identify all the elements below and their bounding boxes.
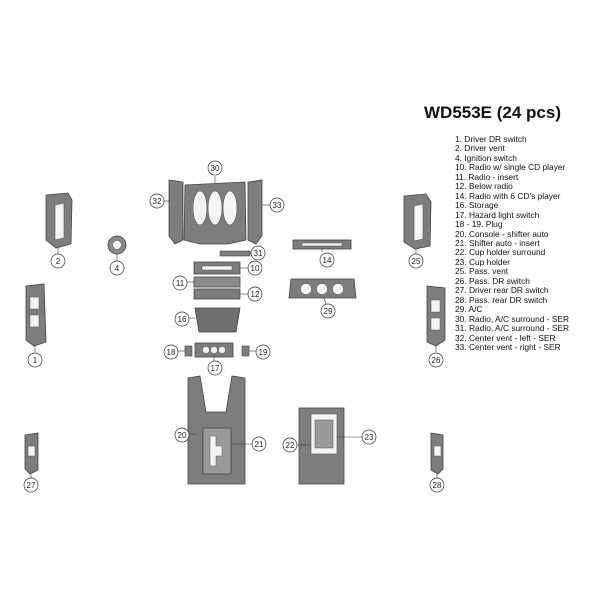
callout-circle [250, 245, 266, 261]
callout-label: 17 [211, 364, 220, 373]
legend-item: 11. Radio - insert [455, 171, 519, 182]
callout-circle [320, 303, 336, 319]
piece-pass-dr-switch [426, 285, 446, 347]
callout-circle [319, 252, 335, 268]
callout-circle [172, 275, 188, 291]
legend-item: 22. Cup holder surround [455, 247, 546, 258]
callout-label: 11 [176, 279, 185, 288]
legend-item: 27. Driver rear DR switch [455, 285, 549, 296]
callout-label: 14 [323, 256, 332, 265]
callout-label: 1 [33, 356, 38, 365]
callout-circle [255, 344, 271, 360]
callout-circle [174, 427, 190, 443]
piece-center-vent-right [247, 179, 263, 245]
callout-circle [282, 437, 298, 453]
piece-center-vent-left [168, 179, 184, 245]
callout-circle [251, 436, 267, 452]
piece-below-radio [193, 288, 241, 300]
callout-label: 32 [153, 197, 162, 206]
legend-item: 1. Driver DR switch [455, 134, 527, 144]
piece-storage [194, 307, 241, 333]
diagram-title: WD553E (24 pcs) [424, 103, 561, 122]
legend-item: 29. A/C [455, 304, 483, 315]
callout-label: 27 [27, 481, 36, 490]
callout-label: 30 [211, 164, 220, 173]
callout-circle [247, 286, 263, 302]
legend-item: 17. Hazard light switch [455, 209, 540, 220]
callout-circle [428, 352, 444, 368]
legend-item: 12. Below radio [455, 181, 513, 192]
legend-item: 23. Cup holder [455, 256, 510, 267]
callout-label: 12 [251, 290, 260, 299]
callout-label: 23 [365, 433, 374, 442]
legend-item: 4. Ignition switch [455, 152, 517, 163]
piece-plug-right [241, 345, 250, 357]
callout-label: 29 [324, 307, 333, 316]
legend-item: 2. Driver vent [455, 143, 505, 154]
legend-item: 30. Radio, A/C surround - SER [455, 313, 570, 324]
callout-label: 19 [259, 348, 268, 357]
piece-radio-insert [193, 276, 241, 288]
legend-item: 26. Pass. DR switch [455, 275, 530, 286]
callout-circle [429, 477, 445, 493]
legend-item: 33. Center vent - right - SER [455, 341, 561, 352]
callout-label: 16 [178, 315, 187, 324]
piece-plug-left [184, 345, 193, 357]
callout-label: 2 [56, 257, 61, 266]
callout-circle [361, 429, 377, 445]
callout-label: 22 [286, 441, 295, 450]
callout-circle [269, 197, 285, 213]
legend-item: 18 - 19. Plug [455, 219, 503, 230]
callout-label: 18 [167, 348, 176, 357]
legend-item: 25. Pass. vent [455, 266, 509, 277]
callout-label: 20 [178, 431, 187, 440]
callout-circle [27, 352, 43, 368]
callout-label: 28 [433, 481, 442, 490]
callout-circle [207, 160, 223, 176]
callout-circle [247, 260, 263, 276]
callout-circle [408, 253, 424, 269]
callout-label: 33 [273, 201, 282, 210]
callout-circle [207, 360, 223, 376]
legend-item: 16. Storage [455, 200, 499, 211]
piece-shifter-insert [202, 427, 232, 475]
legend-item: 14. Radio with 6 CD's player [455, 190, 561, 201]
legend-item: 31. Radio, A/C surround - SER [455, 323, 570, 334]
callout-label: 21 [255, 440, 264, 449]
callout-label: 25 [412, 257, 421, 266]
callout-circle [50, 253, 66, 269]
callout-label: 10 [251, 264, 260, 273]
callout-label: 31 [254, 249, 263, 258]
legend-item: 21. Shifter auto - insert [455, 237, 540, 248]
legend-item: 32. Center vent - left - SER [455, 332, 556, 343]
callout-circle [174, 311, 190, 327]
legend-item: 28. Pass. rear DR switch [455, 294, 548, 305]
legend-item: 20. Console - shifter auto [455, 228, 549, 239]
callout-circle [149, 193, 165, 209]
callout-circle [109, 260, 125, 276]
callout-label: 26 [432, 356, 441, 365]
legend-item: 10. Radio w/ single CD player [455, 162, 566, 173]
callout-label: 4 [115, 264, 120, 273]
piece-radio-ac-surround-2 [219, 250, 251, 257]
callout-circle [23, 477, 39, 493]
callout-circle [163, 344, 179, 360]
